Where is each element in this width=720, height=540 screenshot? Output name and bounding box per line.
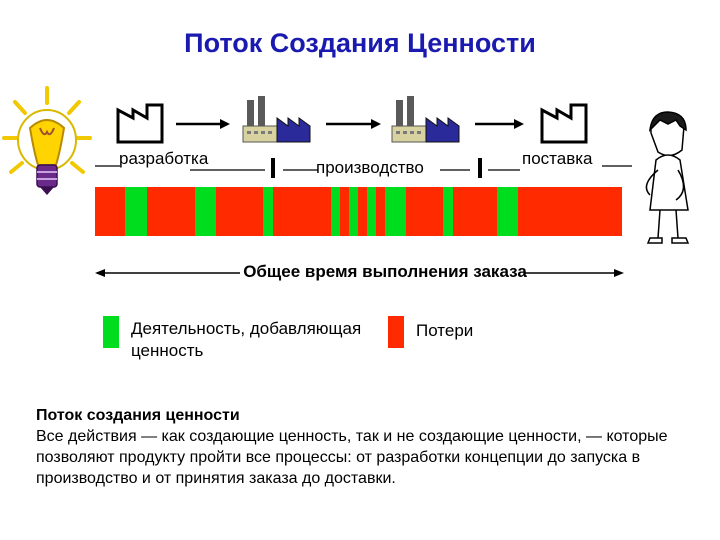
process-arrow: [176, 119, 230, 129]
stage-separator: [478, 158, 482, 178]
value-added-segment: [384, 187, 406, 236]
value-added-segment: [496, 187, 519, 236]
definition-heading: Поток создания ценности: [36, 407, 240, 424]
lead-time-arrow: [95, 269, 624, 277]
value-added-segment: [330, 187, 341, 236]
stage-label-development: разработка: [119, 149, 209, 168]
definition-block: Поток создания ценности Все действия — к…: [36, 405, 696, 489]
lightbulb-icon: [2, 86, 92, 195]
process-arrow: [326, 119, 381, 129]
factory-outline-icon: [540, 103, 588, 144]
stage-label-production: производство: [316, 158, 424, 177]
legend-label-value-added: Деятельность, добавляющая ценность: [131, 319, 362, 360]
value-added-segment: [262, 187, 274, 236]
factory-icon: [391, 96, 460, 143]
value-added-segment: [349, 187, 358, 236]
total-lead-time-label: Общее время выполнения заказа: [243, 262, 527, 281]
stage-baseline: [95, 165, 632, 171]
factory-icon: [242, 96, 311, 143]
factory-outline-icon: [116, 103, 164, 144]
value-added-segment: [442, 187, 454, 236]
value-added-segment: [366, 187, 376, 236]
process-arrow: [475, 119, 524, 129]
page-title: Поток Создания Ценности: [184, 28, 536, 58]
definition-body: Все действия — как создающие ценность, т…: [36, 428, 668, 487]
legend-swatch-waste: [388, 316, 404, 348]
stage-label-delivery: поставка: [522, 149, 593, 168]
lead-time-bar: [95, 187, 622, 236]
stage-separator: [271, 158, 275, 178]
legend-label-waste: Потери: [416, 321, 474, 340]
value-added-segment: [125, 187, 148, 236]
legend-swatch-value-added: [103, 316, 119, 348]
value-added-segment: [195, 187, 217, 236]
person-icon: [645, 111, 690, 244]
